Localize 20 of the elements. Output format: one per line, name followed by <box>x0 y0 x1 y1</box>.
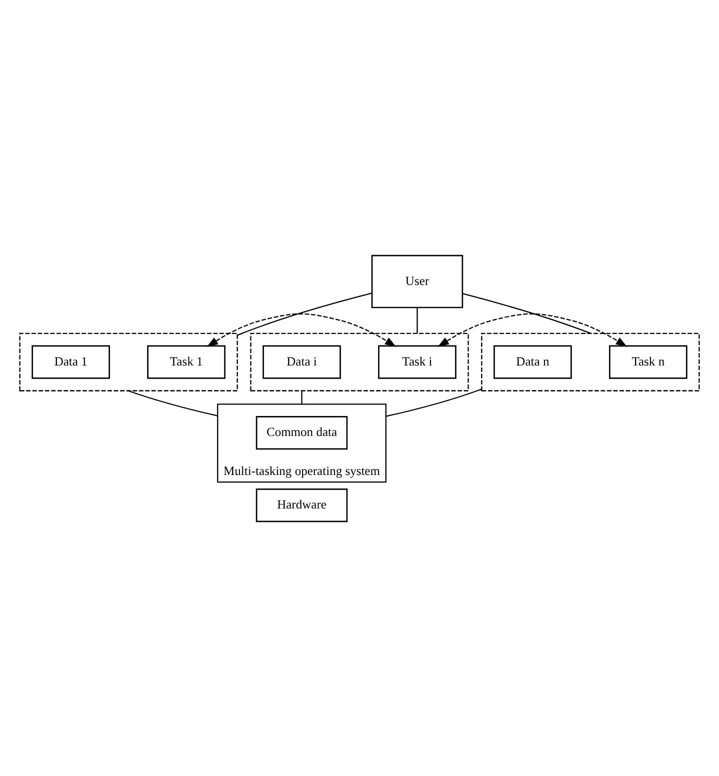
connector <box>237 292 372 336</box>
node-box: Task i <box>378 344 456 378</box>
connector <box>128 390 218 416</box>
node-box: Data 1 <box>32 344 110 378</box>
node-box: Common data <box>256 416 348 450</box>
arrow <box>438 312 628 346</box>
node-box: User <box>371 254 464 308</box>
node-box: Data n <box>494 344 572 378</box>
node-box: Task n <box>609 344 688 378</box>
connector <box>416 307 418 333</box>
node-box: Hardware <box>256 488 348 522</box>
node-box: Data i <box>262 344 341 378</box>
cluster <box>250 332 469 391</box>
connector <box>386 388 482 416</box>
node-box: Task 1 <box>147 344 226 378</box>
connector <box>301 390 302 404</box>
connector <box>462 292 592 334</box>
cluster <box>481 332 700 391</box>
cluster <box>19 332 238 391</box>
arrow <box>206 312 396 346</box>
